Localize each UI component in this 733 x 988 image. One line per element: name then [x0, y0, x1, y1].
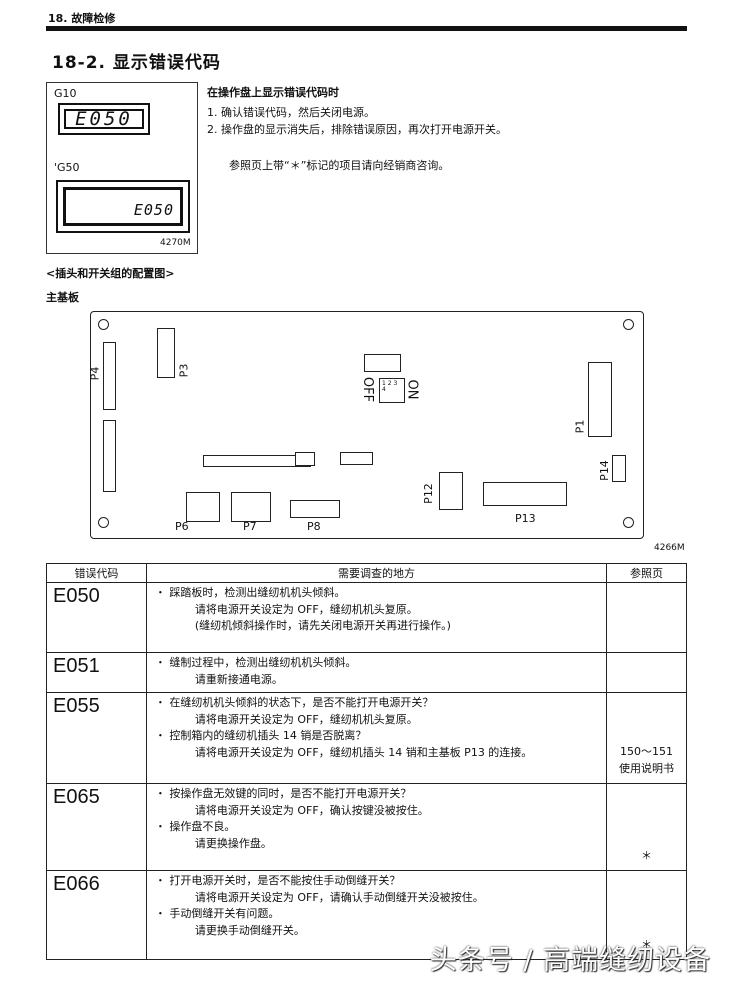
header-ref: 参照页	[606, 563, 687, 583]
section-header: 18. 故障检修	[48, 12, 116, 25]
p6-label: P6	[175, 520, 189, 533]
check-item: ・ 操作盘不良。	[154, 820, 236, 833]
error-code: E051	[46, 652, 147, 693]
error-code: E055	[46, 692, 147, 784]
check-instruction: 请更换手动倒缝开关。	[194, 923, 305, 937]
reference-text: 使用说明书	[619, 761, 675, 775]
reference-page: ＊	[606, 783, 687, 871]
page-title: 18-2. 显示错误代码	[52, 53, 221, 73]
connector-strip	[103, 420, 116, 492]
reference-page: ＊	[606, 870, 687, 960]
header-code: 错误代码	[46, 563, 147, 583]
reference-text: ＊	[641, 937, 653, 951]
check-item: ・ 按操作盘无效键的同时，是否不能打开电源开关？	[154, 787, 412, 800]
off-label: OFF	[360, 376, 376, 403]
watermark: 头条号 / 高端缝纫设备	[429, 945, 711, 976]
p8-label: P8	[307, 520, 321, 533]
mount-hole	[623, 517, 634, 528]
table-row: E065 ・ 按操作盘无效键的同时，是否不能打开电源开关？ 请将电源开关设定为 OF…	[46, 783, 687, 871]
board-figure-heading: <插头和开关组的配置图>	[46, 267, 175, 280]
check-description: ・ 按操作盘无效键的同时，是否不能打开电源开关？ 请将电源开关设定为 OFF，确认…	[145, 783, 608, 871]
connector-p4	[103, 342, 116, 410]
g50-display: E050	[56, 180, 190, 233]
check-item: ・ 打开电源开关时，是否不能按住手动倒缝开关？	[154, 874, 401, 887]
g50-display-text: E050	[63, 187, 183, 226]
check-instruction: 请重新接通电源。	[194, 672, 283, 686]
reference-page	[606, 652, 687, 693]
connector-p3	[157, 328, 175, 378]
check-instruction: 请将电源开关设定为 OFF，缝纫机机头复原。	[194, 602, 418, 616]
main-board-diagram: P4 P3 1 2 3 4 ON OFF P1 P14 P12 P13 P6 P…	[88, 311, 644, 539]
check-description: ・ 踩踏板时，检测出缝纫机机头倾斜。请将电源开关设定为 OFF，缝纫机机头复原。…	[145, 582, 608, 653]
check-item: ・ 手动倒缝开关有问题。	[154, 907, 280, 920]
check-description: ・ 缝制过程中，检测出缝纫机机头倾斜。请重新接通电源。	[145, 652, 608, 693]
table-row: E051・ 缝制过程中，检测出缝纫机机头倾斜。请重新接通电源。	[46, 652, 687, 693]
table-row: E066 ・ 打开电源开关时，是否不能按住手动倒缝开关？ 请将电源开关设定为 OFF…	[46, 870, 687, 960]
error-code: E065	[46, 783, 147, 871]
check-instruction: 请将电源开关设定为 OFF，缝纫机机头复原。	[194, 712, 418, 726]
on-label: ON	[404, 379, 420, 400]
check-instruction: 请更换操作盘。	[194, 836, 272, 850]
p1-label: P1	[573, 419, 587, 434]
reference-page: 150～151 使用说明书	[606, 692, 687, 784]
connector-p12	[439, 472, 463, 510]
instruction-step-2: 2. 操作盘的显示消失后，排除错误原因，再次打开电源开关。	[207, 123, 507, 136]
reference-text: ＊	[641, 848, 653, 862]
p12-label: P12	[421, 483, 435, 504]
instruction-step-1: 1. 确认错误代码，然后关闭电源。	[207, 106, 375, 119]
mount-hole	[98, 517, 109, 528]
board-figure-code: 4266M	[654, 543, 685, 553]
g50-label: 'G50	[54, 161, 80, 174]
connector-p14	[612, 455, 626, 482]
connector-p8	[290, 500, 340, 518]
check-instruction: 请将电源开关设定为 OFF，确认按键没被按住。	[194, 803, 429, 817]
component	[295, 452, 315, 466]
table-row: E055 ・ 在缝纫机机头倾斜的状态下，是否不能打开电源开关？ 请将电源开关设定为 …	[46, 692, 687, 784]
connector-p1	[588, 362, 612, 437]
check-instruction: 请将电源开关设定为 OFF，缝纫机插头 14 销和主基板 P13 的连接。	[194, 745, 533, 759]
error-code-table: 错误代码 需要调查的地方 参照页 E050・ 踩踏板时，检测出缝纫机机头倾斜。请…	[46, 563, 687, 960]
p4-label: P4	[88, 366, 102, 381]
check-instruction: 请将电源开关设定为 OFF，请确认手动倒缝开关没被按住。	[194, 890, 484, 904]
instructions-heading: 在操作盘上显示错误代码时	[207, 86, 339, 99]
p13-label: P13	[515, 512, 536, 525]
g10-display: E050	[58, 103, 150, 135]
check-item: ・ 踩踏板时，检测出缝纫机机头倾斜。	[154, 586, 346, 599]
dip-switch: 1 2 3 4	[379, 378, 405, 403]
connector-p6	[186, 492, 220, 522]
p14-label: P14	[597, 460, 611, 481]
reference-page	[606, 582, 687, 653]
reference-text: 150～151	[620, 745, 674, 758]
connector-p7	[231, 492, 271, 522]
panel-figure-code: 4270M	[160, 238, 191, 248]
g10-display-text: E050	[64, 108, 144, 130]
p7-label: P7	[243, 520, 257, 533]
check-description: ・ 在缝纫机机头倾斜的状态下，是否不能打开电源开关？ 请将电源开关设定为 OFF，…	[145, 692, 608, 784]
component	[340, 452, 373, 465]
check-item: ・ 在缝纫机机头倾斜的状态下，是否不能打开电源开关？	[154, 696, 434, 709]
connector-p13	[483, 482, 567, 506]
header-rule	[46, 26, 687, 31]
error-code: E066	[46, 870, 147, 960]
error-code: E050	[46, 582, 147, 653]
header-check: 需要调查的地方	[145, 563, 608, 583]
mount-hole	[623, 319, 634, 330]
instruction-note: 参照页上带“＊”标记的项目请向经销商咨询。	[229, 159, 450, 172]
g10-label: G10	[54, 87, 77, 100]
table-header-row: 错误代码 需要调查的地方 参照页	[46, 563, 687, 583]
board-figure-subheading: 主基板	[46, 291, 79, 304]
table-row: E050・ 踩踏板时，检测出缝纫机机头倾斜。请将电源开关设定为 OFF，缝纫机机…	[46, 582, 687, 653]
check-item: ・ 控制箱内的缝纫机插头 14 销是否脱离？	[154, 729, 367, 742]
check-description: ・ 打开电源开关时，是否不能按住手动倒缝开关？ 请将电源开关设定为 OFF，请确认…	[145, 870, 608, 960]
mount-hole	[98, 319, 109, 330]
check-instruction: (缝纫机倾斜操作时，请先关闭电源开关再进行操作。)	[194, 619, 451, 632]
check-item: ・ 缝制过程中，检测出缝纫机机头倾斜。	[154, 656, 357, 669]
p3-label: P3	[177, 363, 191, 378]
component	[364, 354, 401, 372]
panel-display-figure	[46, 82, 198, 254]
